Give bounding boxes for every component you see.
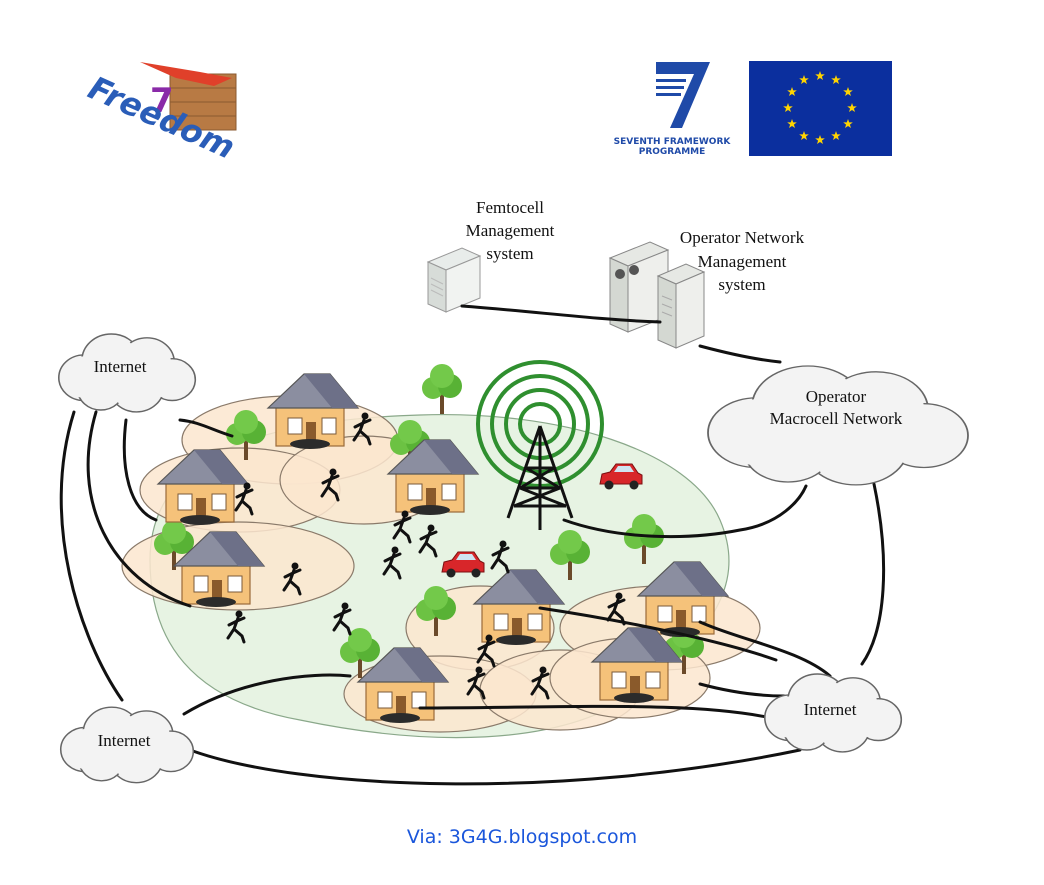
source-credit: Via: 3G4G.blogspot.com — [0, 826, 1044, 848]
operator-macro-label-line1: Operator — [806, 387, 867, 406]
femtocell-mgmt-label: Femtocell Management system — [466, 198, 555, 263]
freedom-logo: 7 Freedom — [83, 62, 241, 167]
internet-label-bottom-left: Internet — [98, 731, 151, 750]
operator-mgmt-line3: system — [718, 275, 765, 294]
fp7-line1: SEVENTH FRAMEWORK — [614, 137, 732, 147]
operator-macro-label-line2: Macrocell Network — [770, 409, 903, 428]
internet-label-top-left: Internet — [94, 357, 147, 376]
operator-mgmt-label: Operator Network Management system — [680, 228, 805, 294]
operator-mgmt-server-icon — [608, 241, 706, 349]
fp7-line2: PROGRAMME — [639, 147, 706, 157]
eu-flag-icon — [749, 61, 892, 156]
internet-cloud-top-left: Internet — [58, 333, 197, 413]
operator-mgmt-line1: Operator Network — [680, 228, 805, 247]
base-station-tower-icon — [476, 360, 604, 530]
internet-cloud-bottom-left: Internet — [59, 706, 195, 784]
source-prefix: Via: — [406, 826, 449, 848]
freedom-mark: 7 — [150, 81, 174, 121]
femtocell-mgmt-line2: Management — [466, 221, 555, 240]
network-links — [59, 304, 886, 786]
internet-cloud-right: Internet — [764, 673, 903, 753]
operator-mgmt-line2: Management — [698, 252, 787, 271]
internet-label-right: Internet — [804, 700, 857, 719]
femtocell-mgmt-line3: system — [486, 244, 533, 263]
operator-macrocell-cloud: Operator Macrocell Network — [707, 365, 969, 486]
fp7-logo: SEVENTH FRAMEWORK PROGRAMME — [614, 62, 732, 157]
source-link[interactable]: 3G4G.blogspot.com — [448, 826, 638, 848]
femtocell-mgmt-line1: Femtocell — [476, 198, 544, 217]
femtocell-mgmt-server-icon — [426, 247, 482, 313]
